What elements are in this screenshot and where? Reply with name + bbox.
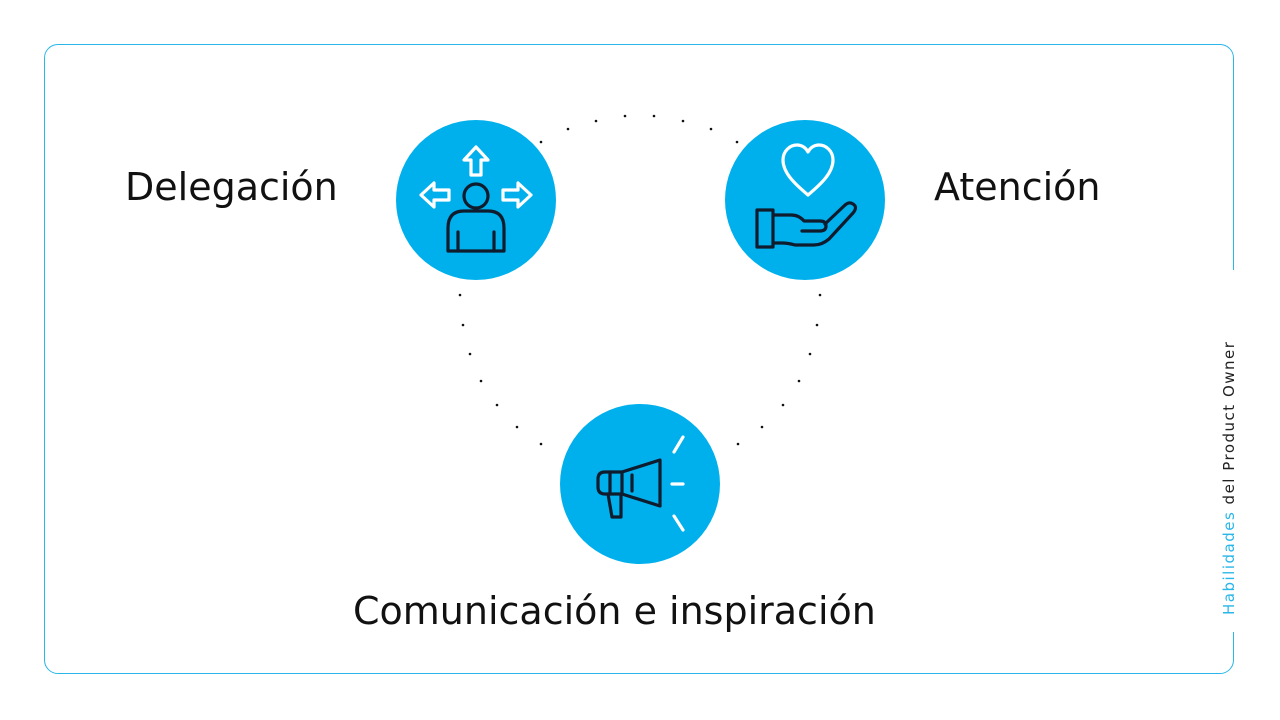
delegation-node <box>396 120 556 280</box>
communication-node <box>560 404 720 564</box>
side-title-highlight: Habilidades <box>1220 510 1238 615</box>
delegation-label: Delegación <box>125 165 338 209</box>
side-title-rest: del Product Owner <box>1220 340 1238 511</box>
communication-label: Comunicación e inspiración <box>353 589 876 633</box>
attention-node <box>725 120 885 280</box>
frame-gap <box>1224 270 1244 632</box>
heart-hand-icon <box>755 143 858 249</box>
attention-label: Atención <box>934 165 1101 209</box>
delegation-icon <box>419 145 533 253</box>
side-title: Habilidades del Product Owner <box>1220 340 1238 615</box>
megaphone-icon <box>596 435 685 532</box>
